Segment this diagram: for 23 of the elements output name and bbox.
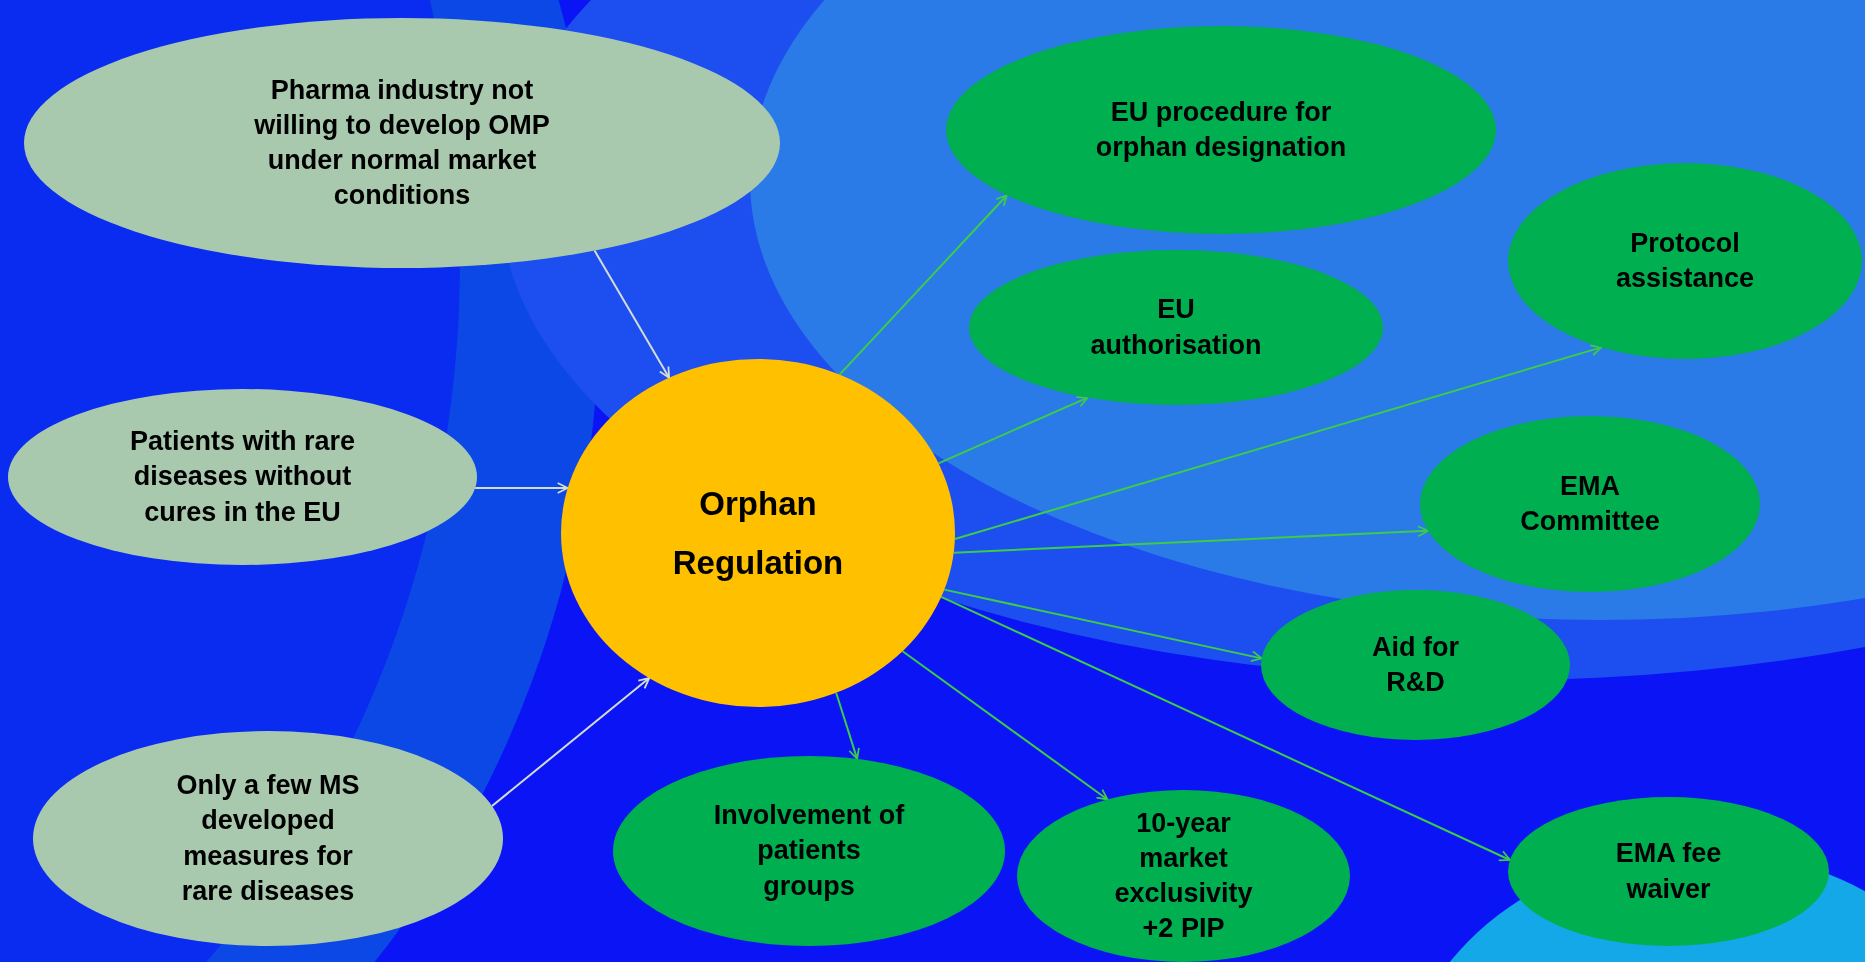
node-label: Pharma industry not willing to develop OMP under normal market conditions <box>253 73 551 213</box>
node-label: EMA Committee <box>1519 469 1661 538</box>
node-label: 10-year market exclusivity +2 PIP <box>1113 806 1254 946</box>
node-label: Protocol assistance <box>1614 226 1756 295</box>
node-label: EU authorisation <box>1089 293 1263 362</box>
arrow <box>940 595 1511 862</box>
arrow <box>838 194 1008 376</box>
node-label: Aid for R&D <box>1371 630 1460 699</box>
node-label: Patients with rare diseases without cures in the EU <box>128 425 357 529</box>
arrow <box>901 650 1109 801</box>
node-label: Only a few MS developed measures for rare diseases <box>175 769 361 908</box>
arrow <box>835 691 860 760</box>
node-label: EU procedure for orphan designation <box>1094 95 1348 164</box>
arrow <box>953 344 1603 540</box>
arrow <box>491 677 651 807</box>
node-label: Involvement of patients groups <box>712 799 906 903</box>
node-label: Orphan Regulation <box>671 483 845 583</box>
arrow <box>937 396 1089 465</box>
arrow <box>943 588 1263 663</box>
arrow <box>952 525 1430 554</box>
arrow <box>593 249 671 379</box>
arrow <box>474 482 569 494</box>
node-label: EMA fee waiver <box>1614 837 1723 906</box>
